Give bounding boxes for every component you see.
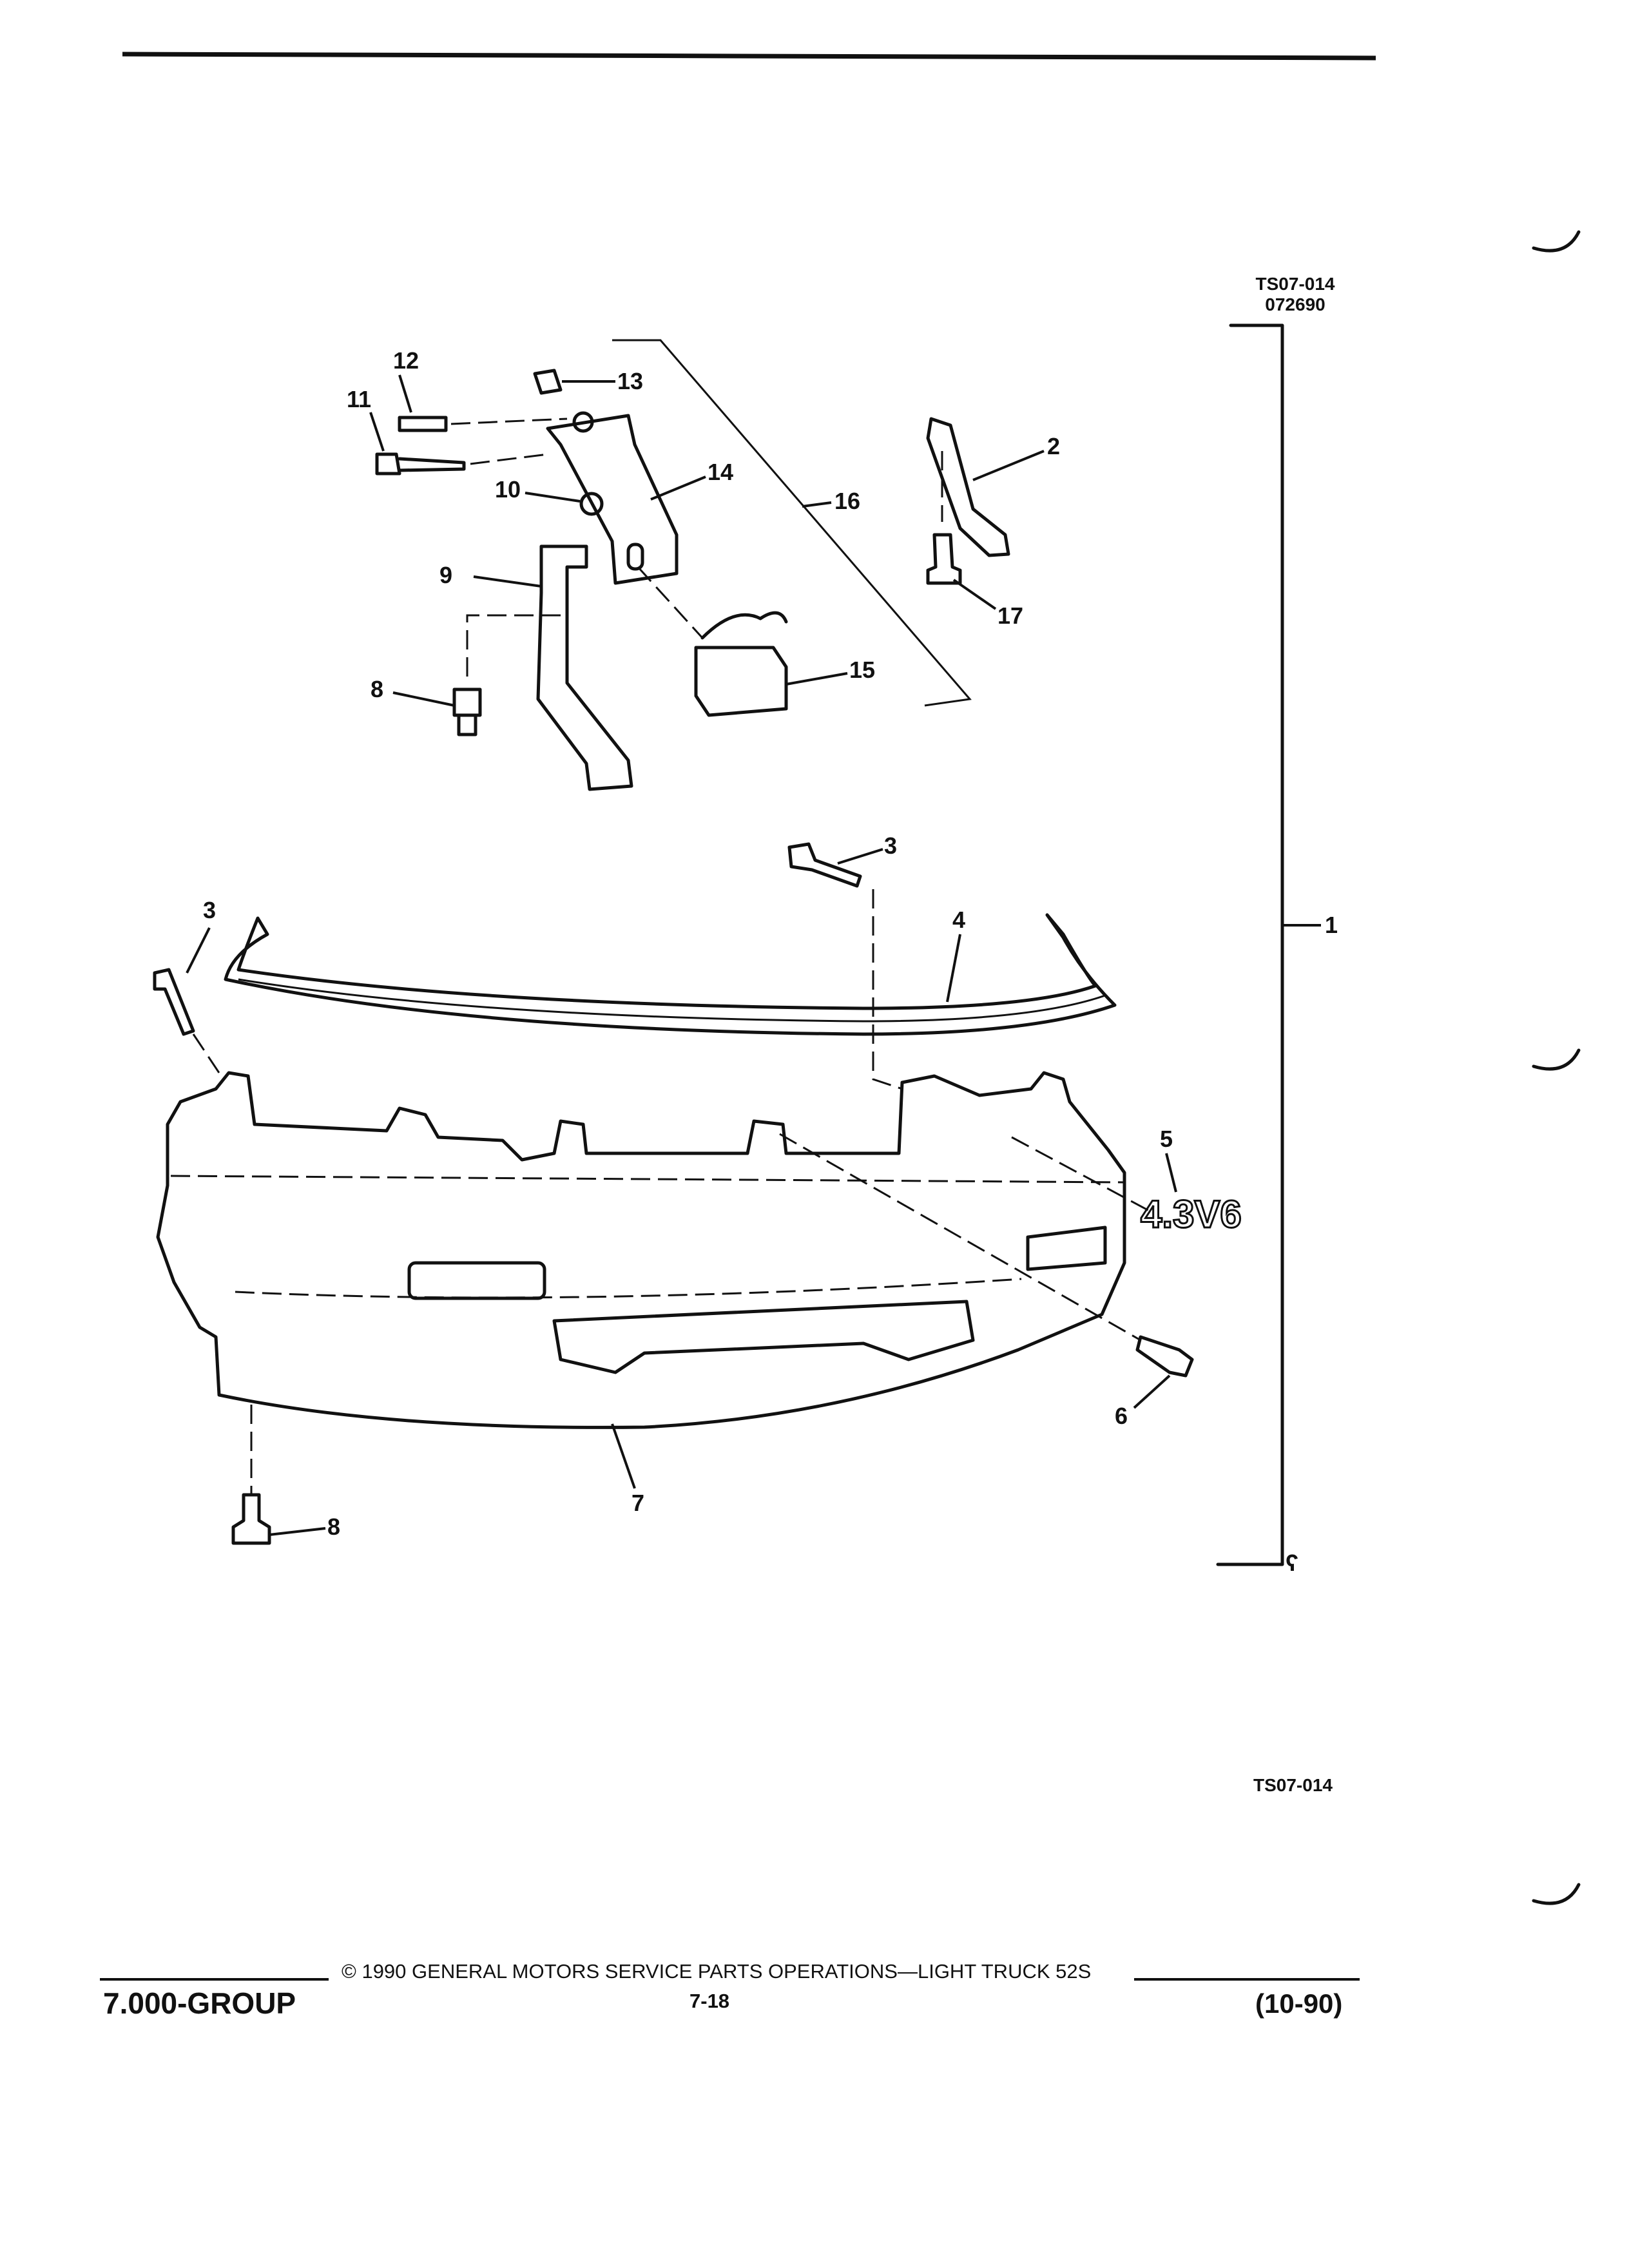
seal-4-inner — [238, 978, 1106, 1023]
callout-4: 4 — [952, 907, 965, 933]
assembly-bracket — [1216, 323, 1284, 1566]
long-bracket — [536, 544, 633, 791]
callout-13: 12 — [393, 347, 419, 374]
reference-code: TS07-014 — [1256, 274, 1335, 294]
bracket-hole — [572, 411, 594, 433]
bolt-6 — [1135, 1335, 1194, 1378]
bumper-fascia — [156, 1071, 1126, 1429]
leader-18 — [952, 579, 997, 610]
bolt-13 — [398, 416, 448, 432]
screw-12 — [375, 452, 466, 476]
callout-16: 15 — [849, 657, 875, 683]
leader-3-left — [186, 927, 211, 974]
dash-12 — [470, 453, 548, 465]
callout-14: 13 — [617, 368, 643, 394]
binder-mark — [1532, 1883, 1581, 1905]
dash-13 — [450, 418, 568, 425]
footer-page-number: 7-18 — [689, 1990, 730, 2012]
callout-2: 2 — [1047, 433, 1060, 459]
fascia-opening-right — [1026, 1225, 1107, 1271]
callout-18: 17 — [998, 602, 1023, 629]
fascia-opening-left — [407, 1261, 546, 1300]
callout-8-label: 8 — [327, 1514, 340, 1540]
callout-10: 9 — [439, 562, 452, 588]
leader-6 — [1133, 1374, 1171, 1409]
fascia-crease — [235, 1278, 1022, 1299]
clip-part — [533, 369, 563, 395]
dash-3-right — [872, 889, 903, 1090]
bracket-slot — [626, 543, 644, 571]
callout-11: 10 — [495, 476, 521, 503]
nut-11 — [579, 492, 604, 516]
seal-4 — [224, 913, 1117, 1036]
callout-9: 8 — [371, 676, 383, 702]
footer-group: 7.000-GROUP — [103, 1986, 296, 2020]
fascia-opening-center — [552, 1300, 975, 1374]
screw-18 — [926, 533, 962, 585]
dash-3-left — [192, 1033, 220, 1073]
bolt-9 — [452, 687, 482, 736]
bolt-3-left — [153, 968, 195, 1036]
fascia-top-edge — [170, 1175, 1125, 1184]
leader-7 — [611, 1423, 636, 1489]
leader-11 — [525, 492, 581, 503]
emblem-5: 4.3V6 — [1141, 1193, 1242, 1236]
callout-6: 6 — [1115, 1403, 1128, 1429]
leader-4 — [946, 934, 961, 1003]
callout-15: 14 — [708, 459, 733, 485]
callout-3-right: 3 — [884, 832, 897, 859]
leader-2 — [972, 450, 1045, 481]
callout-5: 5 — [1160, 1126, 1173, 1152]
leader-13 — [398, 374, 412, 413]
dash-10 — [466, 614, 561, 677]
subassembly-bracket — [612, 339, 972, 707]
callout-3-left: 3 — [203, 897, 216, 923]
callout-7: 7 — [631, 1490, 644, 1516]
leader-12 — [369, 412, 385, 452]
dash-5 — [1011, 1136, 1151, 1213]
lamp-16 — [694, 646, 788, 717]
footer-copyright: © 1990 GENERAL MOTORS SERVICE PARTS OPER… — [342, 1960, 1092, 1983]
fastener-8 — [231, 1493, 271, 1545]
callout-17: 16 — [834, 488, 860, 514]
leader-10 — [473, 575, 542, 588]
callout-12: 11 — [347, 386, 371, 412]
leader-9 — [392, 691, 455, 707]
dash-6 — [779, 1133, 1141, 1341]
bolt-3-right — [787, 842, 862, 888]
strap-2 — [926, 417, 1010, 557]
leader-17 — [802, 501, 832, 508]
binder-mark — [1532, 230, 1581, 253]
leader-3-right — [837, 848, 883, 865]
leader-15 — [650, 476, 706, 501]
leader-8 — [269, 1527, 326, 1536]
dash-16 — [637, 566, 704, 639]
lamp-wire — [700, 611, 788, 640]
callout-1: 1 — [1325, 912, 1338, 938]
catalog-symbol: ʕ — [1286, 1550, 1298, 1576]
leader-5 — [1165, 1153, 1177, 1193]
support-bracket — [546, 414, 679, 585]
leader-16 — [786, 672, 848, 686]
reference-code-bottom: TS07-014 — [1253, 1775, 1333, 1795]
top-rule — [122, 52, 1376, 61]
binder-mark — [1532, 1048, 1581, 1071]
reference-date-code: 072690 — [1265, 294, 1325, 314]
footer-revision: (10-90) — [1255, 1988, 1343, 2019]
